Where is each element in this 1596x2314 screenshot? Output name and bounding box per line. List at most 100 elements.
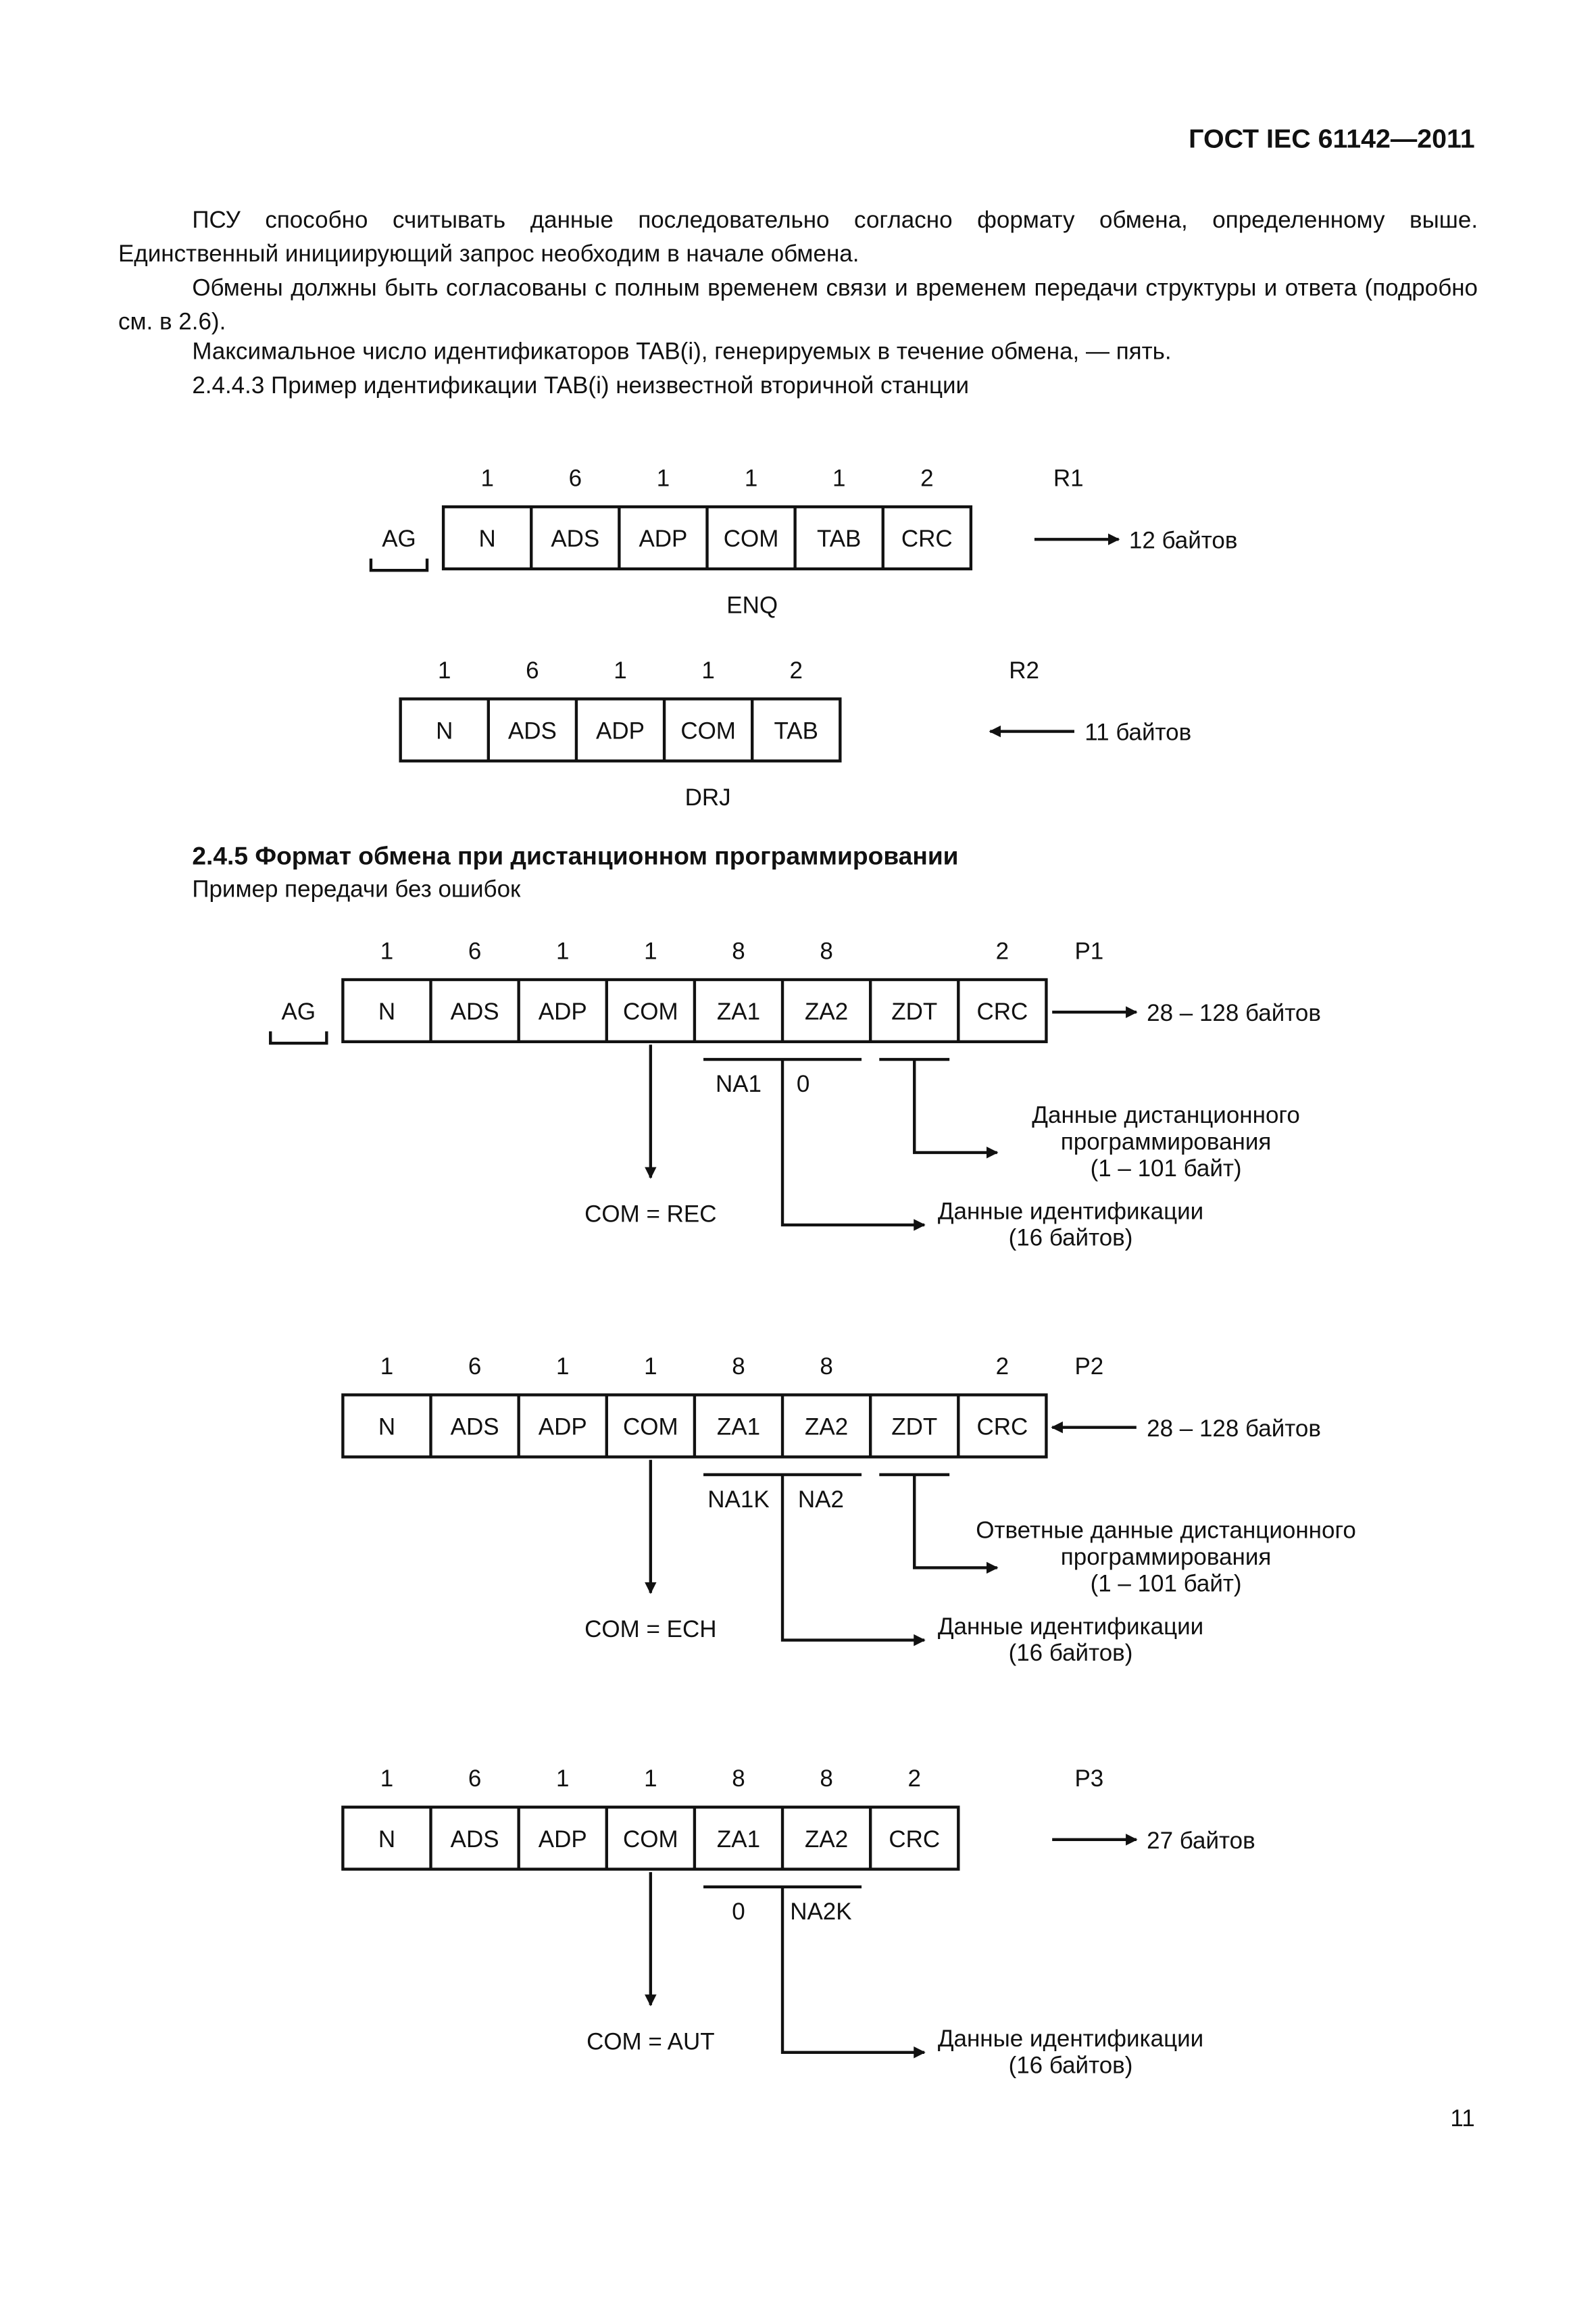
- p1-field-za2: ZA2: [805, 999, 848, 1025]
- p1-id-connector: [780, 1059, 926, 1231]
- r1-field-adp: ADP: [639, 526, 687, 552]
- p1-com-value: COM = REC: [584, 1201, 716, 1228]
- paragraph-2: Обмены должны быть согласованы с полным …: [118, 276, 1478, 336]
- p3-za2-sub: NA2K: [790, 1898, 851, 1925]
- p1-field-size: 1: [644, 938, 657, 964]
- p2-field-size: 8: [732, 1353, 745, 1380]
- paragraph-4: 2.4.4.3 Пример идентификации TAB(i) неиз…: [192, 374, 970, 399]
- p2-zdt-note-line2: программирования: [1061, 1544, 1272, 1570]
- p2-za1-sub: NA1K: [707, 1486, 769, 1513]
- r2-field-adp: ADP: [596, 718, 645, 745]
- p3-id-note-line2: (16 байтов): [1009, 2052, 1133, 2078]
- p3-field-size: 8: [732, 1765, 745, 1792]
- p2-id-note-line2: (16 байтов): [1009, 1640, 1133, 1666]
- p2-com-value: COM = ECH: [584, 1616, 716, 1642]
- r2-field-com: COM: [680, 718, 736, 745]
- p3-field-za1: ZA1: [717, 1826, 760, 1853]
- r2-field-tab: TAB: [774, 718, 818, 745]
- p3-field-size: 1: [556, 1765, 569, 1792]
- p1-id-note-line2: (16 байтов): [1009, 1225, 1133, 1251]
- r2-field-size: 1: [614, 657, 626, 684]
- p1-field-size: 1: [380, 938, 393, 964]
- p2-field-n: N: [378, 1414, 395, 1440]
- p2-field-com: COM: [623, 1414, 678, 1440]
- r2-caption: DRJ: [685, 784, 731, 811]
- p2-field-size: 1: [644, 1353, 657, 1380]
- p3-field-size: 1: [380, 1765, 393, 1792]
- paragraph-1: ПСУ способно считывать данные последоват…: [118, 208, 1478, 268]
- p2-field-zdt: ZDT: [891, 1414, 937, 1440]
- r1-field-tab: TAB: [817, 526, 861, 552]
- p3-com-value: COM = AUT: [587, 2028, 715, 2055]
- p1-field-size: 6: [468, 938, 481, 964]
- p3-field-adp: ADP: [539, 1826, 587, 1853]
- p3-field-za2: ZA2: [805, 1826, 848, 1853]
- r1-byte-count: 12 байтов: [1129, 527, 1238, 553]
- p3-field-ads: ADS: [451, 1826, 499, 1853]
- p3-za1-sub: 0: [732, 1898, 745, 1925]
- p1-field-zdt: ZDT: [891, 999, 937, 1025]
- r2-field-size: 1: [438, 657, 451, 684]
- p3-field-size: 1: [644, 1765, 657, 1792]
- p1-field-ads: ADS: [451, 999, 499, 1025]
- r2-frame-label: R2: [1009, 657, 1039, 684]
- p2-zdt-connector: [913, 1474, 999, 1574]
- p2-field-size: 6: [468, 1353, 481, 1380]
- p2-zdt-note-line3: (1 – 101 байт): [1091, 1570, 1242, 1596]
- p1-field-size: 8: [732, 938, 745, 964]
- r1-field-size: 1: [745, 466, 757, 492]
- p1-zdt-note-line2: программирования: [1061, 1129, 1272, 1155]
- p2-id-note-line1: Данные идентификации: [938, 1613, 1203, 1640]
- p1-field-n: N: [378, 999, 395, 1025]
- p1-byte-count: 28 – 128 байтов: [1147, 1000, 1321, 1026]
- p3-field-size: 6: [468, 1765, 481, 1792]
- p2-id-connector: [780, 1474, 926, 1646]
- r1-frame-label: R1: [1053, 466, 1084, 492]
- r2-field-ads: ADS: [508, 718, 557, 745]
- section-subtitle: Пример передачи без ошибок: [192, 878, 521, 903]
- r2-field-size: 2: [790, 657, 803, 684]
- r1-field-size: 1: [832, 466, 845, 492]
- p3-frame-label: P3: [1074, 1765, 1103, 1792]
- r1-caption: ENQ: [726, 593, 778, 619]
- p1-zdt-note-line3: (1 – 101 байт): [1091, 1155, 1242, 1182]
- p3-field-com: COM: [623, 1826, 678, 1853]
- p2-field-za2: ZA2: [805, 1414, 848, 1440]
- r2-byte-count: 11 байтов: [1084, 720, 1191, 746]
- p2-frame-label: P2: [1074, 1353, 1103, 1380]
- p2-byte-count: 28 – 128 байтов: [1147, 1415, 1321, 1442]
- r1-field-ads: ADS: [551, 526, 599, 552]
- p1-prefix-label: AG: [282, 999, 316, 1025]
- r2-field-size: 6: [526, 657, 539, 684]
- p3-field-size: 8: [820, 1765, 832, 1792]
- r1-prefix-label: AG: [382, 526, 416, 552]
- p1-field-size: 8: [820, 938, 832, 964]
- p3-frame-box: [341, 1805, 960, 1871]
- p1-field-size: 1: [556, 938, 569, 964]
- p1-frame-label: P1: [1074, 938, 1103, 964]
- p2-field-adp: ADP: [539, 1414, 587, 1440]
- paragraph-3: Максимальное число идентификаторов TAB(i…: [192, 340, 1172, 366]
- p2-field-size: 1: [380, 1353, 393, 1380]
- p3-field-n: N: [378, 1826, 395, 1853]
- r1-field-crc: CRC: [901, 526, 953, 552]
- p1-za1-sub: NA1: [716, 1071, 762, 1097]
- document-id: ГОСТ IEC 61142—2011: [1189, 124, 1475, 154]
- p1-field-adp: ADP: [539, 999, 587, 1025]
- p2-field-ads: ADS: [451, 1414, 499, 1440]
- r2-field-n: N: [436, 718, 453, 745]
- p1-field-za1: ZA1: [717, 999, 760, 1025]
- p2-zdt-note-line1: Ответные данные дистанционного: [976, 1517, 1356, 1544]
- p1-prefix-bracket: [269, 1031, 328, 1045]
- p1-zdt-connector: [913, 1059, 999, 1159]
- p2-field-crc: CRC: [976, 1414, 1028, 1440]
- r1-prefix-bracket: [369, 558, 429, 572]
- r1-field-com: COM: [724, 526, 779, 552]
- p1-field-crc: CRC: [976, 999, 1028, 1025]
- r1-field-size: 1: [657, 466, 670, 492]
- p3-id-note-line1: Данные идентификации: [938, 2026, 1203, 2052]
- r1-field-size: 2: [920, 466, 933, 492]
- p3-field-crc: CRC: [889, 1826, 940, 1853]
